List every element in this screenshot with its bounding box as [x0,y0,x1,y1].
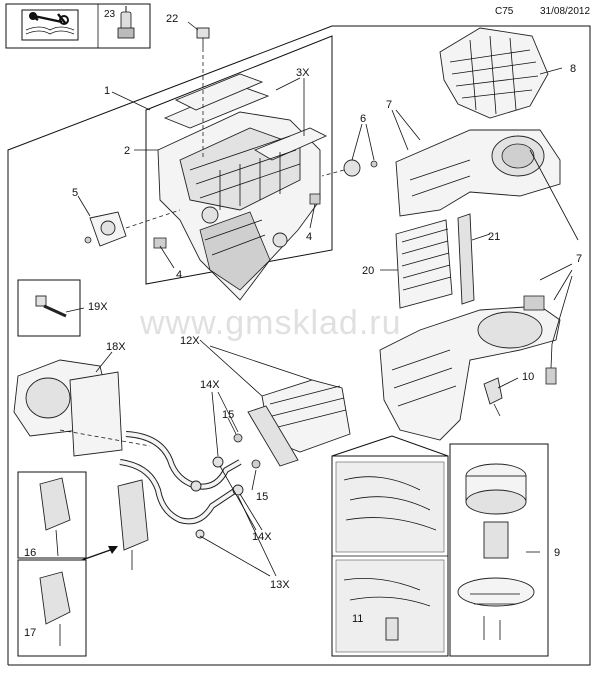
seal-gasket-b [253,127,328,161]
callout-13x: 13X [270,579,290,591]
callout-10: 10 [522,371,534,383]
cabin-filter-20 [395,219,453,309]
callout-16: 16 [24,547,36,559]
blower-motor-frame-9 [449,443,549,657]
leader-lines [65,21,579,577]
filter-seal-21 [457,213,475,305]
blower-housing [395,129,561,217]
blower-lower-case [379,295,561,441]
callout-21: 21 [488,231,500,243]
bolt-19x [35,295,67,318]
callout-20: 20 [362,265,374,277]
callout-4a: 4 [176,269,182,281]
callout-15a: 15 [222,409,234,421]
callout-7a: 7 [386,99,392,111]
callout-6: 6 [360,113,366,125]
callout-12x: 12X [180,335,200,347]
assembly-frame-1 [7,25,591,666]
page-code: C75 [495,6,514,17]
housing-subframe-2 [145,35,333,285]
photo-inset-upper [335,461,445,553]
duct-seal-18x [13,359,151,457]
callout-5: 5 [72,187,78,199]
clip-15b [251,459,261,469]
callout-19x: 19X [88,301,108,313]
sealant-tube-icon [117,6,135,39]
blower-resistor-10 [483,377,503,417]
callout-3x: 3X [296,67,310,79]
actuator-17 [39,571,71,646]
clip-15a [233,433,243,443]
actuator-16 [39,477,71,557]
callout-8: 8 [570,63,576,75]
callout-labels: 1 2 3X 4 4 5 6 7 7 8 9 10 11 12X 13X 14X… [24,13,582,639]
actuator-6 [321,159,378,177]
callout-14xb: 14X [252,531,272,543]
callout-15b: 15 [256,491,268,503]
callout-22: 22 [166,13,178,25]
screw-22 [196,27,210,160]
blower-motor-9 [457,463,535,640]
sensor-11 [385,617,399,641]
tool-book-icon [21,9,79,41]
clip-4a [153,237,167,249]
callout-18x: 18X [106,341,126,353]
legend-frame [5,3,151,49]
callout-1: 1 [104,85,110,97]
connector-7 [545,343,557,385]
hvac-housing-drawing [157,73,328,301]
heater-pipes [119,431,244,539]
inset-box-19x [17,279,81,337]
callout-17: 17 [24,627,36,639]
clip-4b [309,193,321,229]
callout-2: 2 [124,145,130,157]
actuator-main [117,479,149,570]
callout-11: 11 [352,613,363,625]
callout-7b: 7 [576,253,582,265]
callout-4b: 4 [306,231,312,243]
inset-box-16 [17,471,87,559]
watermark: www.gmsklad.ru [139,304,402,342]
callout-14xa: 14X [200,379,220,391]
page-date: 31/08/2012 [540,6,590,17]
inset-box-17 [17,559,87,657]
legend-item-number: 23 [104,9,116,20]
heater-core [247,379,351,467]
actuator-5 [84,209,181,247]
callout-9: 9 [554,547,560,559]
blower-upper-cover-8 [439,27,549,119]
header-legend: 23 [5,3,151,49]
